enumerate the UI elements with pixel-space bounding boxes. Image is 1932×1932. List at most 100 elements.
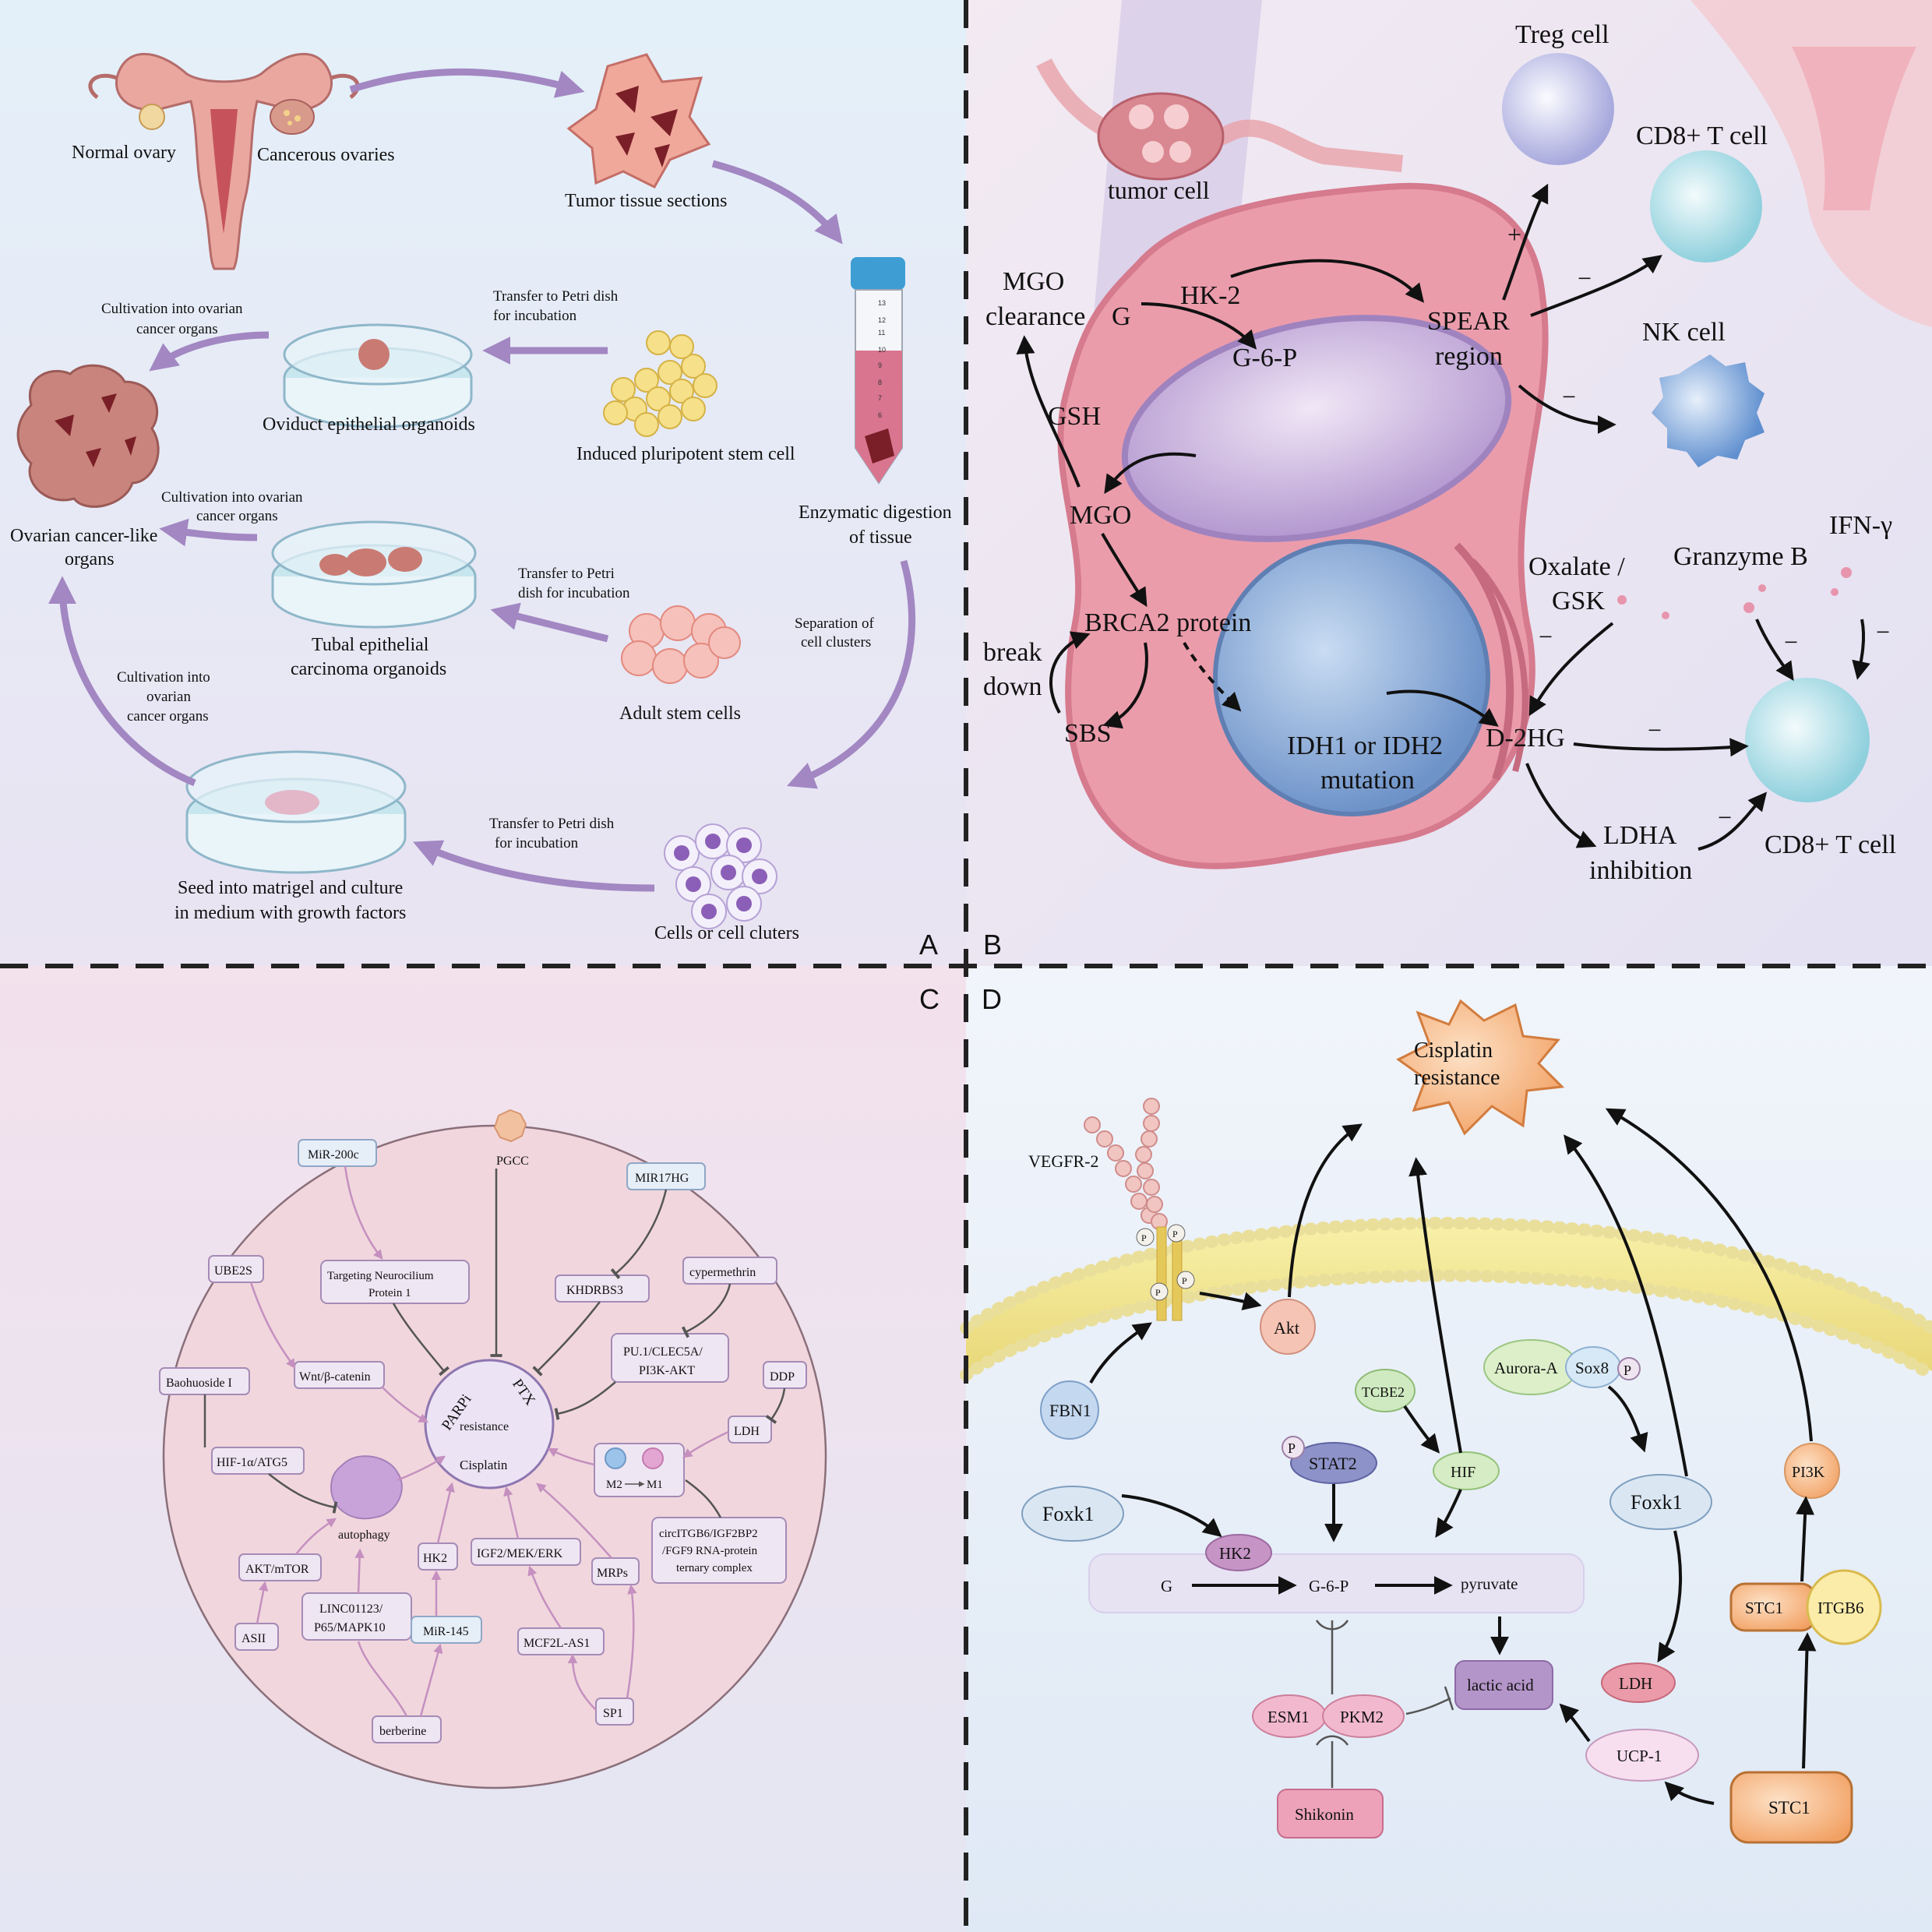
node-shikonin: Shikonin — [1277, 1789, 1384, 1839]
brca2-label: BRCA2 protein — [1084, 608, 1251, 637]
p-label: P — [1172, 1229, 1178, 1239]
node-stc1-itgb6: STC1 ITGB6 — [1729, 1569, 1882, 1645]
cd8-cell-top — [1650, 150, 1762, 263]
idh-label-2: mutation — [1320, 766, 1415, 795]
foxk1-right-text: Foxk1 — [1631, 1491, 1682, 1514]
node-sp1: SP1 — [595, 1698, 634, 1726]
p-label: P — [1182, 1275, 1187, 1286]
cisplatin-label-2: resistance — [1414, 1066, 1500, 1090]
hk2-label: HK-2 — [1180, 281, 1240, 310]
hif1a-text: HIF-1α/ATG5 — [217, 1456, 287, 1469]
tubal-organoid-label: Tubal epithelial — [312, 635, 429, 655]
node-hif1a: HIF-1α/ATG5 — [211, 1447, 305, 1475]
node-circ: circITGB6/IGF2BP2/FGF9 RNA-protein ternar… — [651, 1517, 787, 1584]
targeting-text: Targeting Neurocilium — [327, 1270, 434, 1282]
tumor-tissue-label: Tumor tissue sections — [565, 191, 727, 211]
panel-c: PARPi PTX resistance Cisplatin PGCC MiR-… — [0, 966, 966, 1932]
granzyme-dots — [1617, 567, 1852, 619]
lactic-text: lactic acid — [1467, 1676, 1534, 1694]
node-ddp: DDP — [763, 1361, 807, 1389]
seed-label: Seed into matrigel and culture — [178, 878, 403, 898]
circ-text-2: /FGF9 RNA-protein — [662, 1545, 758, 1557]
berberine-text: berberine — [379, 1725, 426, 1738]
cd8-top-label: CD8+ T cell — [1636, 122, 1768, 150]
panel-d-letter: D — [982, 983, 1002, 1015]
cisplatin-burst — [1396, 999, 1565, 1136]
akt-text: Akt — [1274, 1318, 1299, 1338]
cultivation-label-3b: ovarian — [146, 689, 191, 705]
stat2-text: STAT2 — [1309, 1454, 1357, 1473]
tube-tick: 6 — [878, 411, 882, 419]
node-mrps: MRPs — [591, 1557, 640, 1585]
petri-dish-tubal — [271, 520, 477, 629]
cultivation-label-3: Cultivation into — [117, 669, 210, 686]
cultivation-label-1b: cancer organs — [136, 321, 218, 337]
mir17hg-text: MIR17HG — [635, 1172, 689, 1185]
treg-label: Treg cell — [1515, 20, 1609, 49]
panel-c-lines — [203, 1165, 786, 1717]
p-label: P — [1141, 1232, 1147, 1243]
node-sox8: Sox8 P — [1565, 1346, 1641, 1388]
tube-tick: 12 — [878, 316, 886, 324]
pu1-text-2: PI3K-AKT — [639, 1364, 695, 1377]
panel-b-letter: B — [983, 929, 1002, 961]
d2hg-label: D-2HG — [1486, 724, 1565, 753]
node-akt-mtor: AKT/mTOR — [238, 1553, 322, 1581]
vegfr2-label: VEGFR-2 — [1028, 1151, 1098, 1171]
tube-tick: 13 — [878, 299, 886, 307]
node-wnt: Wnt/β-catenin — [294, 1361, 385, 1389]
cultivation-label-3c: cancer organs — [127, 708, 209, 724]
adult-stem-label: Adult stem cells — [619, 703, 741, 724]
idh-label: IDH1 or IDH2 — [1287, 732, 1443, 760]
g-d-label: G — [1161, 1577, 1172, 1595]
node-berberine: berberine — [372, 1715, 442, 1743]
transfer-label-1b: for incubation — [493, 308, 577, 324]
sox8-p-text: P — [1624, 1363, 1631, 1378]
circ-text: circITGB6/IGF2BP2 — [659, 1528, 758, 1540]
cisplatin-label: Cisplatin — [1414, 1038, 1493, 1063]
cultivation-label-2b: cancer organs — [196, 508, 278, 524]
minus-sign: − — [1539, 622, 1553, 650]
spear-label-2: region — [1435, 342, 1503, 371]
mrps-text: MRPs — [597, 1567, 628, 1580]
esm1-text: ESM1 — [1267, 1708, 1310, 1726]
circ-text-3: ternary complex — [676, 1562, 753, 1574]
m2-text: M2 — [606, 1479, 622, 1491]
node-asii: ASII — [234, 1623, 279, 1651]
cypermethrin-text: cypermethrin — [689, 1266, 756, 1279]
targeting-text-2: Protein 1 — [368, 1287, 411, 1299]
node-ucp1: UCP-1 — [1585, 1729, 1699, 1782]
node-baohuoside: Baohuoside I — [159, 1367, 250, 1395]
node-hif: HIF — [1433, 1451, 1500, 1490]
cell-cluster-illustration — [664, 823, 777, 929]
node-igf2: IGF2/MEK/ERK — [471, 1538, 581, 1566]
minus-sign: − — [1648, 716, 1662, 744]
node-mcf2l: MCF2L-AS1 — [517, 1627, 605, 1655]
asii-text: ASII — [242, 1632, 266, 1645]
sox8-text: Sox8 — [1575, 1359, 1609, 1377]
cd8-cell-bottom — [1745, 678, 1870, 802]
node-mir17hg: MIR17HG — [626, 1162, 706, 1190]
shikonin-text: Shikonin — [1295, 1805, 1354, 1824]
ddp-text: DDP — [770, 1370, 795, 1384]
minus-sign: − — [1562, 383, 1576, 411]
ldh-d-text: LDH — [1619, 1674, 1652, 1693]
node-akt: Akt — [1260, 1299, 1316, 1355]
pgcc-label: PGCC — [496, 1155, 529, 1168]
vegfr2-receptor — [1084, 1098, 1195, 1321]
panel-d: Cisplatin resistance P P P P VEGFR-2 Akt… — [960, 966, 1932, 1932]
ipsc-label: Induced pluripotent stem cell — [576, 444, 795, 464]
panel-b-arrows — [1016, 183, 1870, 851]
node-pu1: PU.1/CLEC5A/PI3K-AKT — [611, 1333, 729, 1383]
igf2-text: IGF2/MEK/ERK — [477, 1547, 563, 1560]
panel-b: tumor cell Treg cell CD8+ T cell NK cell… — [966, 0, 1932, 966]
node-pi3k: PI3K — [1784, 1443, 1840, 1499]
ldha-label: LDHA — [1603, 821, 1677, 850]
ifn-label: IFN-γ — [1829, 511, 1892, 540]
ube2s-text: UBE2S — [214, 1264, 252, 1278]
khdrbs3-text: KHDRBS3 — [566, 1284, 623, 1297]
node-ldh-d: LDH — [1601, 1662, 1676, 1703]
node-ldh: LDH — [728, 1416, 772, 1444]
